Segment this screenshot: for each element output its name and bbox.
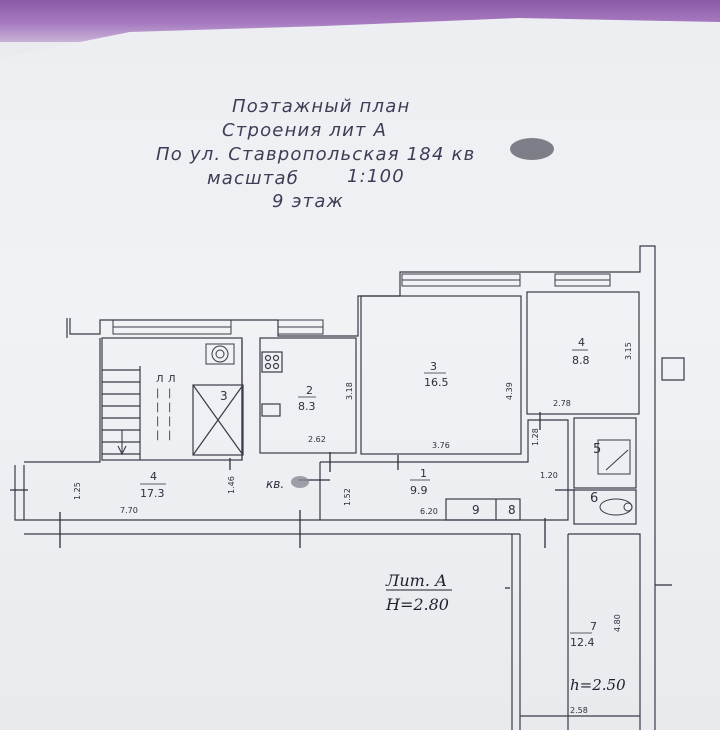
svg-text:|: |: [156, 416, 159, 427]
corridor-number: 4: [150, 470, 157, 483]
dimension-ticks: [10, 412, 672, 589]
dim-r3-height: 4.39: [505, 382, 514, 400]
room-4-number: 4: [578, 336, 585, 349]
dim-r4-width: 2.78: [553, 399, 571, 408]
building-lit: Лит. А: [385, 571, 447, 590]
plan-header: Поэтажный план Строения лит А По ул. Ста…: [0, 0, 720, 220]
dim-r1-height: 1.52: [343, 488, 352, 506]
svg-text:|: |: [156, 430, 159, 441]
room7-height: h=2.50: [570, 676, 626, 694]
title-scale-value: 1:100: [347, 166, 405, 187]
room-labels: 1 9.9 2 8.3 3 16.5 4 8.8 4 17.3 5 6 7 12…: [140, 336, 601, 649]
room-2-number: 2: [306, 384, 313, 397]
dim-corridor-height2: 1.46: [227, 476, 236, 494]
room-1-area: 9.9: [410, 484, 428, 497]
svg-text:|: |: [168, 388, 171, 399]
redaction-blur-apt: [291, 476, 309, 488]
building-label: Лит. А H=2.80: [385, 571, 452, 614]
dim-r1-height2: 1.28: [531, 428, 540, 446]
closet-8-number: 8: [508, 503, 516, 517]
dim-r7-width: 2.58: [570, 706, 588, 715]
dim-r2-width: 2.62: [308, 435, 326, 444]
dim-r1-width2: 1.20: [540, 471, 558, 480]
svg-text:Л: Л: [156, 374, 164, 385]
closet-9-number: 9: [472, 503, 480, 517]
dim-r1-width: 6.20: [420, 507, 438, 516]
svg-text:|: |: [168, 402, 171, 413]
svg-text:|: |: [156, 388, 159, 399]
dim-r7-height: 4.80: [613, 614, 622, 632]
svg-text:|: |: [156, 402, 159, 413]
dim-r2-height: 3.18: [345, 382, 354, 400]
apartment-label: кв.: [266, 477, 284, 491]
room-4-area: 8.8: [572, 354, 590, 367]
corridor-area: 17.3: [140, 487, 165, 500]
room-3-area: 16.5: [424, 376, 449, 389]
title-floor: 9 этаж: [272, 191, 344, 212]
paper-sheet: [0, 18, 720, 730]
room-7-number: 7: [590, 620, 597, 633]
dim-corridor-height: 1.25: [73, 482, 82, 500]
title-scale-label: масштаб: [207, 168, 299, 189]
title-building: Строения лит А: [222, 120, 388, 141]
room-5-number: 5: [593, 442, 601, 457]
building-height: H=2.80: [385, 595, 449, 614]
svg-text:Л: Л: [168, 374, 176, 385]
room-3-number: 3: [430, 360, 437, 373]
title-address: По ул. Ставропольская 184 кв: [156, 144, 476, 165]
stair-arrow: [117, 430, 127, 456]
plan-walls: [14, 245, 685, 730]
title-floor-plan: Поэтажный план: [232, 96, 411, 117]
room-6-number: 6: [590, 491, 598, 506]
plan-windows: [112, 273, 611, 335]
svg-text:|: |: [168, 416, 171, 427]
room-1-number: 1: [420, 467, 427, 480]
svg-text:|: |: [168, 430, 171, 441]
redaction-blur: [510, 138, 554, 160]
dim-r4-height: 3.15: [624, 342, 633, 360]
dim-corridor-width: 7.70: [120, 506, 138, 515]
plan-fixtures: [205, 343, 633, 516]
room-2-area: 8.3: [298, 400, 316, 413]
dim-r3-width: 3.76: [432, 441, 450, 450]
elevator-number: 3: [220, 389, 228, 403]
room-7-area: 12.4: [570, 636, 595, 649]
dimension-labels: 2.62 3.18 3.76 4.39 2.78 3.15 6.20 1.52 …: [73, 342, 633, 715]
